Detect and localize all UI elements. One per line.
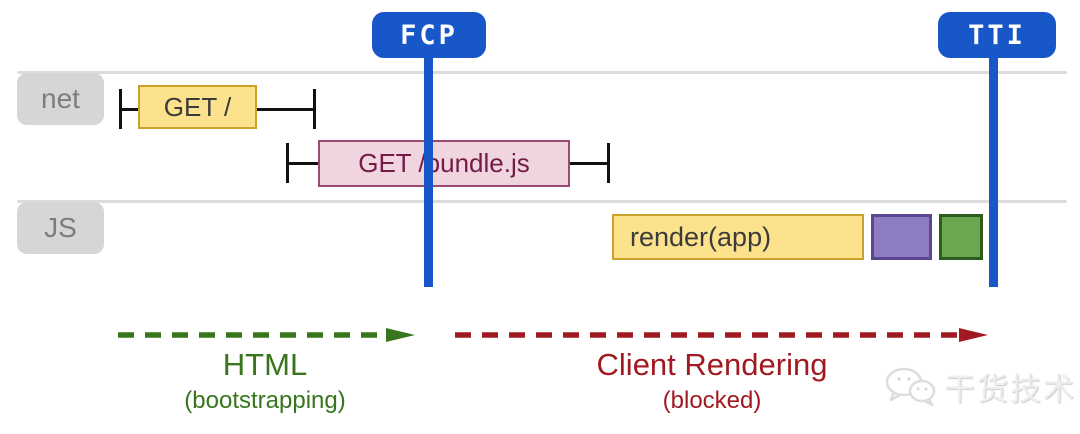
tti-badge-label: TTI bbox=[968, 19, 1026, 51]
fcp-badge: FCP bbox=[372, 12, 486, 58]
fcp-marker-line bbox=[424, 56, 433, 287]
get-root-left-whisker bbox=[119, 108, 138, 111]
tti-marker-line bbox=[989, 56, 998, 287]
get-bundle-right-tick bbox=[607, 143, 610, 183]
js-task-green-bar bbox=[939, 214, 983, 260]
get-bundle-request-bar: GET /bundle.js bbox=[318, 140, 570, 187]
client-rendering-phase-subtitle: (blocked) bbox=[662, 387, 762, 415]
get-bundle-right-whisker bbox=[570, 162, 609, 165]
arrowhead-icon bbox=[386, 328, 415, 342]
watermark: 干货技术 bbox=[884, 364, 1076, 409]
client-rendering-phase-caption: Client Rendering (blocked) bbox=[512, 347, 912, 415]
get-root-right-whisker bbox=[257, 108, 315, 111]
js-task-purple-bar bbox=[871, 214, 932, 260]
client-rendering-phase-arrow bbox=[455, 328, 988, 342]
get-bundle-request-label: GET /bundle.js bbox=[358, 148, 530, 178]
js-row-line bbox=[17, 200, 1067, 203]
watermark-text: 干货技术 bbox=[944, 372, 1076, 407]
net-row-label-text: net bbox=[41, 83, 80, 114]
js-row-label-text: JS bbox=[44, 212, 77, 243]
get-root-request-label: GET / bbox=[163, 91, 232, 122]
net-row-label: net bbox=[17, 73, 104, 125]
net-row-line bbox=[17, 71, 1067, 74]
html-phase-subtitle: (bootstrapping) bbox=[184, 387, 346, 415]
tti-badge: TTI bbox=[938, 12, 1056, 58]
get-root-request-bar: GET / bbox=[138, 85, 257, 129]
html-phase-caption: HTML (bootstrapping) bbox=[115, 347, 415, 415]
render-app-task-bar: render(app) bbox=[612, 214, 864, 260]
render-app-task-label: render(app) bbox=[630, 221, 772, 252]
get-bundle-left-whisker bbox=[286, 162, 318, 165]
fcp-badge-label: FCP bbox=[400, 19, 458, 51]
html-phase-arrow bbox=[118, 328, 415, 342]
get-root-right-tick bbox=[313, 89, 316, 129]
js-row-label: JS bbox=[17, 202, 104, 254]
arrowhead-icon bbox=[959, 328, 988, 342]
html-phase-title: HTML bbox=[222, 347, 308, 382]
client-rendering-phase-title: Client Rendering bbox=[596, 347, 828, 382]
wechat-icon bbox=[885, 367, 936, 406]
